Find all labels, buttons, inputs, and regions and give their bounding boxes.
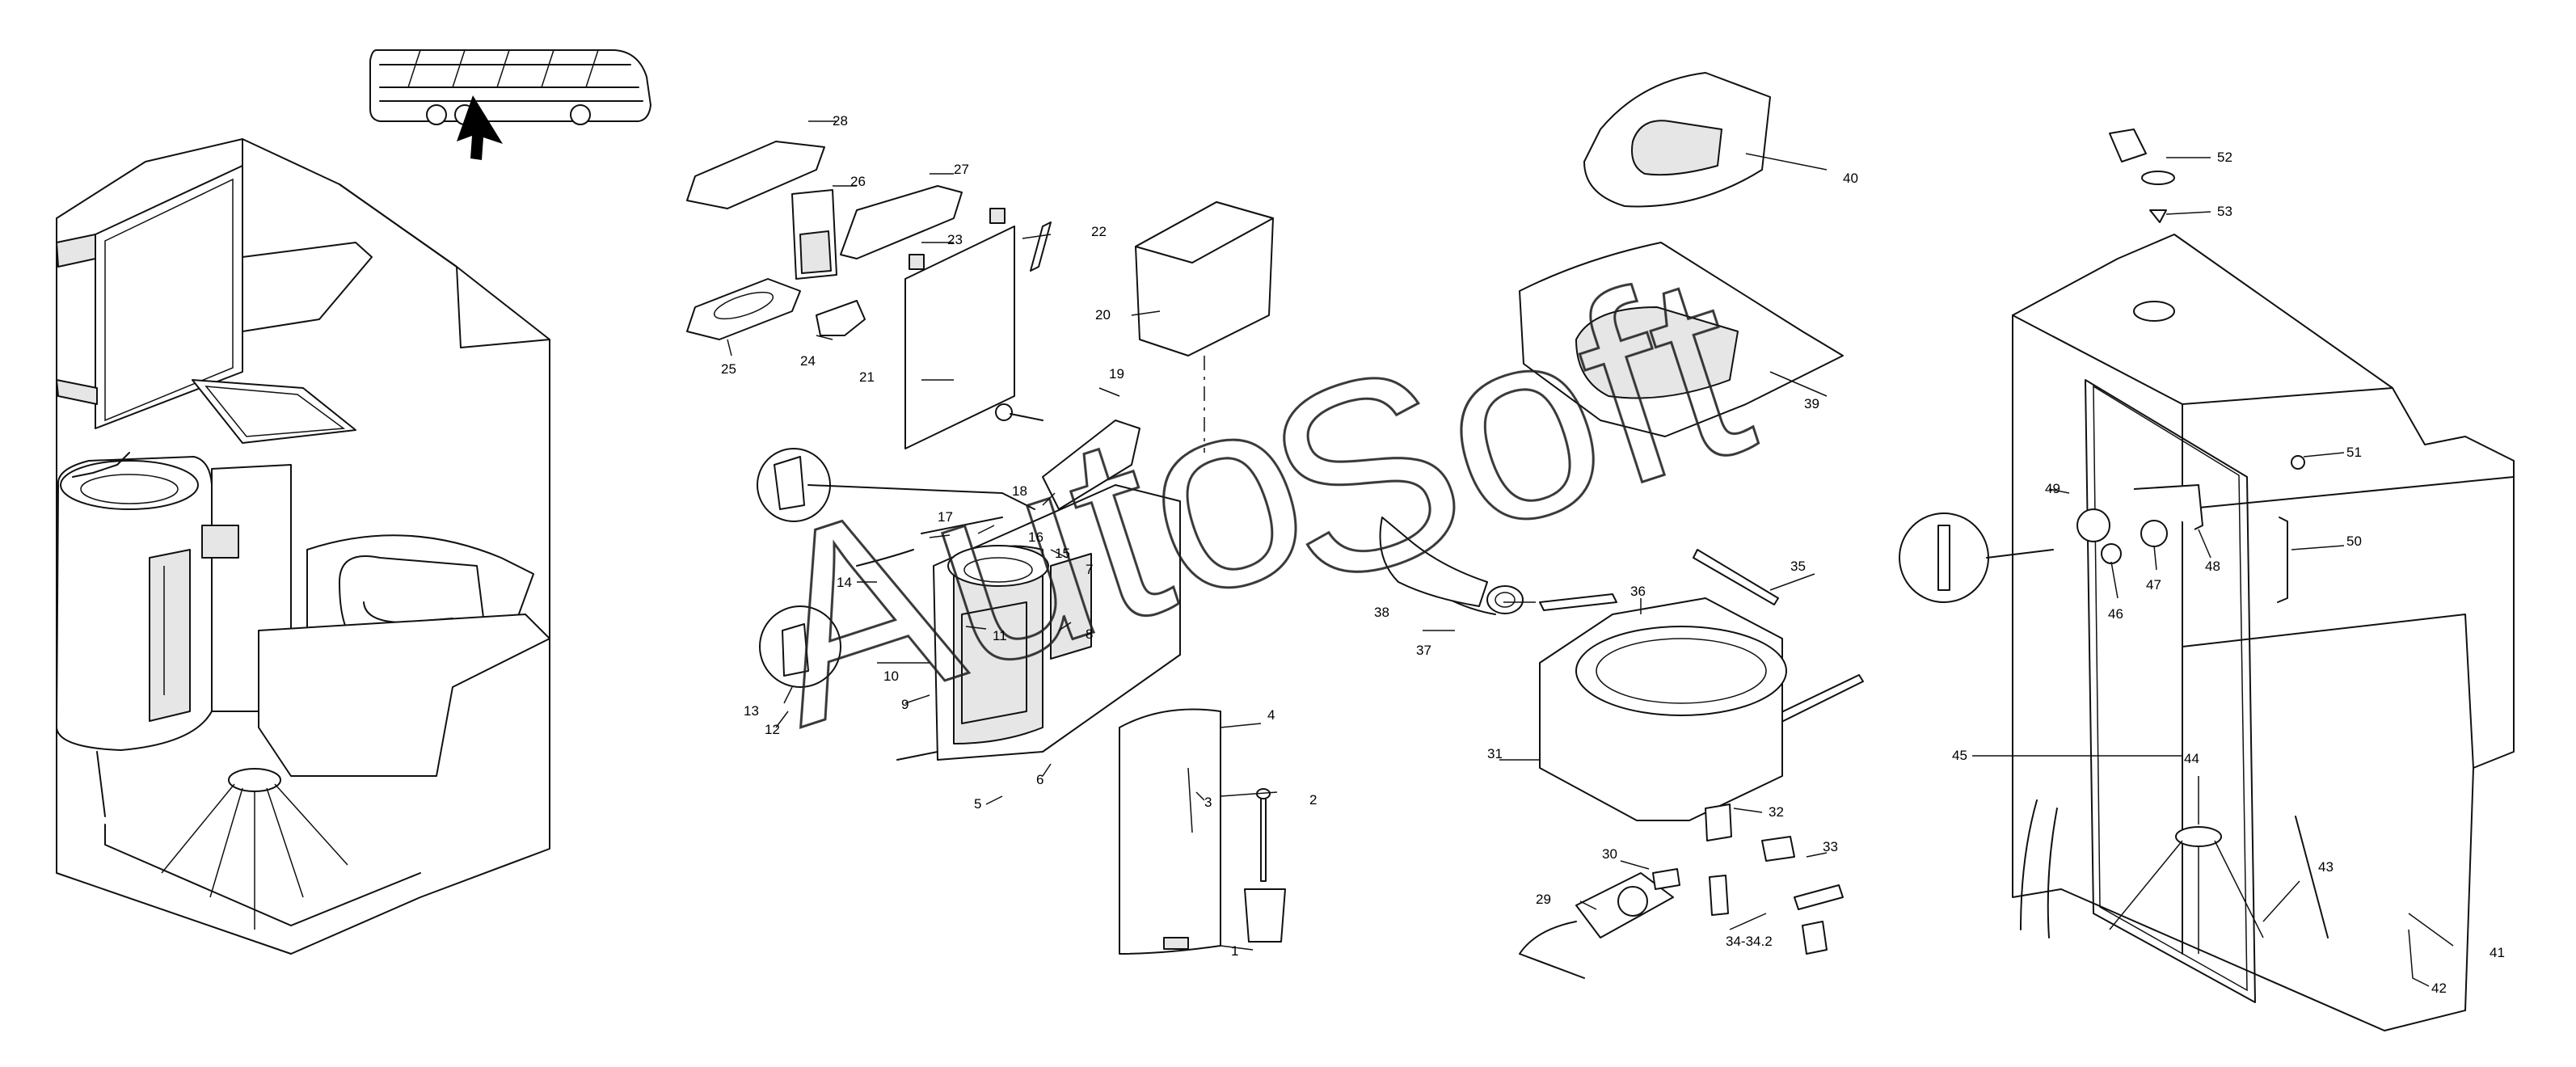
location-arrow-icon [457,95,503,160]
callout-9: 9 [901,697,909,712]
leader-lines [727,120,2454,987]
callout-44: 44 [2184,751,2199,766]
callout-17: 17 [938,509,953,525]
assembled-cabin-view [56,138,550,955]
callout-5: 5 [974,796,981,812]
callout-13: 13 [744,703,759,719]
callout-19: 19 [1109,366,1124,382]
callout-31: 31 [1487,746,1503,761]
callout-1: 1 [1231,943,1238,959]
callout-20: 20 [1095,307,1111,323]
callout-15: 15 [1055,546,1070,561]
callout-26: 26 [850,174,866,189]
callout-28: 28 [833,113,848,129]
callout-27: 27 [954,162,969,177]
callout-25: 25 [721,361,736,377]
callout-7: 7 [1086,562,1093,577]
callout-42: 42 [2431,981,2447,996]
washbasin-exploded-view [686,141,1286,955]
callout-47: 47 [2146,577,2161,593]
callout-32: 32 [1769,804,1784,820]
callout-40: 40 [1843,171,1858,186]
callout-51: 51 [2346,445,2362,460]
callout-18: 18 [1012,483,1027,499]
callout-36: 36 [1630,584,1646,599]
callout-6: 6 [1036,772,1043,787]
callout-43: 43 [2318,859,2334,875]
callout-22: 22 [1091,224,1107,239]
callout-53: 53 [2217,204,2232,219]
callout-50: 50 [2346,534,2362,549]
callout-16: 16 [1028,529,1043,545]
bus-locator-icon [369,49,651,160]
callout-12: 12 [765,722,780,737]
callout-39: 39 [1804,396,1819,411]
callout-24: 24 [800,353,816,369]
callout-29: 29 [1536,892,1551,907]
cabin-shell-view [1899,129,2515,1031]
callout-38: 38 [1374,605,1389,620]
callout-41: 41 [2490,945,2505,960]
callout-35: 35 [1790,559,1806,574]
callout-8: 8 [1086,626,1093,642]
callout-33: 33 [1823,839,1838,854]
callout-21: 21 [859,369,875,385]
callout-48: 48 [2205,559,2220,574]
callout-30: 30 [1602,846,1617,862]
callout-4: 4 [1267,707,1275,723]
callout-46: 46 [2108,606,2123,622]
toilet-exploded-view [1379,72,1864,979]
callout-45: 45 [1952,748,1967,763]
callout-3: 3 [1204,795,1212,810]
callout-23: 23 [947,232,963,247]
callout-labels: 1 2 3 4 5 6 7 8 9 10 11 12 13 14 15 16 1… [721,113,2505,996]
callout-10: 10 [883,668,899,684]
callout-14: 14 [837,575,852,590]
callout-34: 34-34.2 [1726,934,1773,949]
callout-11: 11 [993,628,1007,643]
callout-49: 49 [2045,481,2060,496]
watermark-text-soft: Soft [1235,213,1779,644]
callout-2: 2 [1309,792,1317,808]
callout-52: 52 [2217,150,2232,165]
callout-37: 37 [1416,643,1431,658]
